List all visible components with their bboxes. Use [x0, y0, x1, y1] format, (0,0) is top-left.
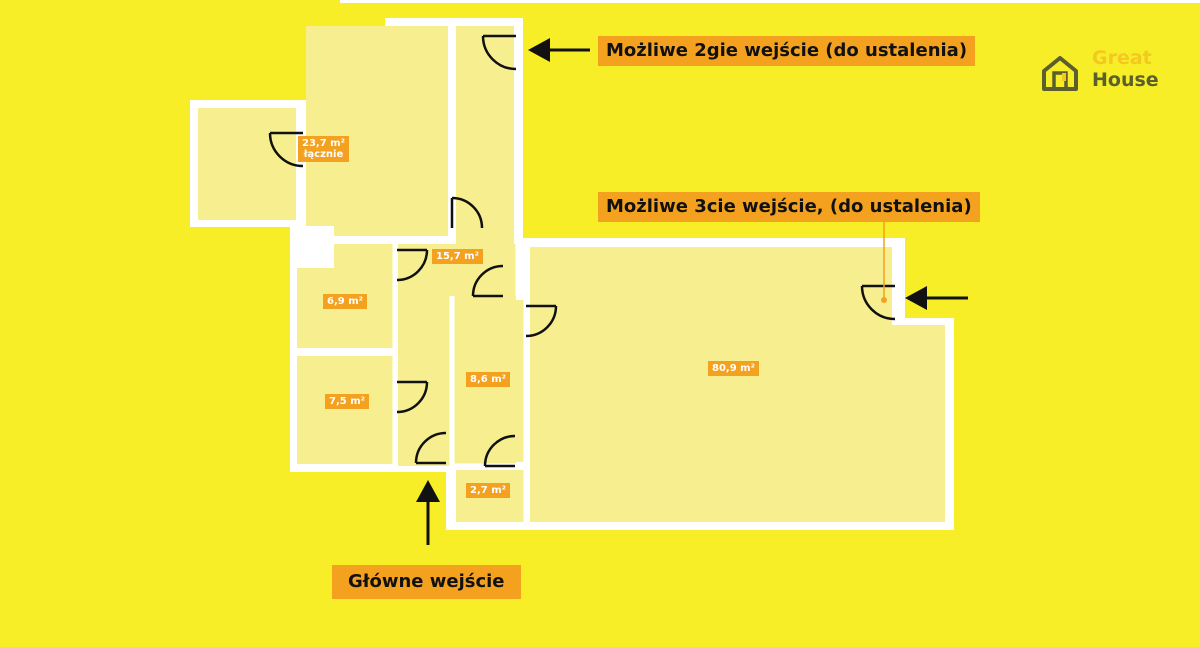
- wall-block: [294, 226, 334, 268]
- room-area-tag: 15,7 m²: [432, 249, 483, 264]
- floor-closet-left: [198, 108, 296, 220]
- main-entrance-label: Główne wejście: [332, 565, 521, 599]
- room-area-note: łącznie: [303, 149, 344, 160]
- room-area-tag: 80,9 m²: [708, 361, 759, 376]
- entrance-3-marker: [881, 297, 887, 303]
- inner-walls: [295, 22, 529, 526]
- doors: [268, 34, 896, 468]
- room-area-tag: 8,6 m²: [466, 372, 510, 387]
- room-area-tag: 2,7 m²: [466, 483, 510, 498]
- entrance-3-label: Możliwe 3cie wejście, (do ustalenia): [598, 192, 980, 222]
- top-edge-strip: [340, 0, 1200, 3]
- brand-name: Great House: [1092, 47, 1159, 91]
- door-top-entrance: [481, 34, 517, 71]
- floor-room-80-9-ext: [880, 325, 945, 522]
- door-room-80-9-left: [525, 304, 558, 338]
- arrows: [416, 38, 968, 545]
- door-room-2-7: [483, 434, 516, 468]
- door-room-8-6: [471, 264, 504, 298]
- entrance-2-label: Możliwe 2gie wejście (do ustalenia): [598, 36, 976, 66]
- door-corridor: [450, 196, 484, 229]
- arrow-main-entrance-icon: [416, 480, 440, 545]
- door-main-entrance: [414, 431, 447, 465]
- door-room-80-9-right: [860, 284, 896, 321]
- arrow-entrance-2-icon: [528, 38, 590, 62]
- house-icon: [1042, 56, 1078, 91]
- floor-room-7-5: [297, 356, 393, 464]
- room-area-tag: 23,7 m² łącznie: [298, 136, 349, 162]
- floor-room-80-9: [530, 247, 890, 522]
- room-floors: [198, 26, 945, 522]
- brand-logo: Great House: [1040, 45, 1170, 95]
- arrow-entrance-3-icon: [905, 286, 968, 310]
- door-room-6-9: [396, 248, 429, 282]
- floor-room-23-7: [306, 26, 448, 236]
- room-area-tag: 7,5 m²: [325, 394, 369, 409]
- door-room-7-5: [396, 380, 429, 414]
- room-area-value: 23,7 m²: [302, 138, 345, 149]
- brand-line2: House: [1092, 69, 1159, 91]
- room-area-tag: 6,9 m²: [323, 294, 367, 309]
- door-room-23-7: [268, 131, 304, 168]
- floor-corridor: [456, 26, 514, 246]
- brand-line1: Great: [1092, 47, 1152, 69]
